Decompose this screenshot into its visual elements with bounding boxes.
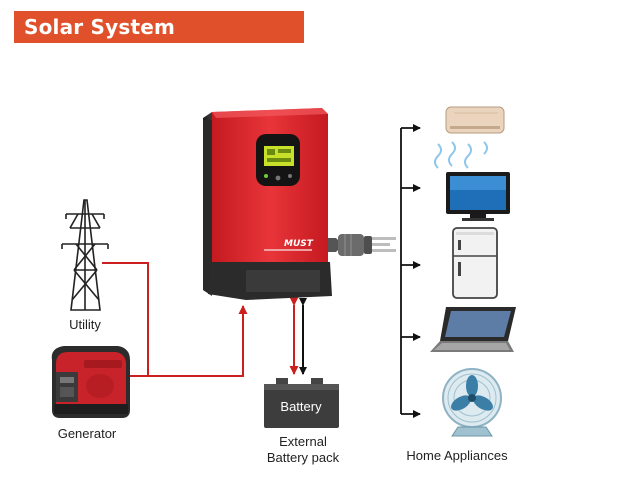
distribution-bus [400, 124, 421, 418]
battery-label: Battery [280, 399, 322, 414]
utility-tower-icon [61, 199, 109, 311]
refrigerator-icon [452, 227, 498, 299]
utility-label: Utility [69, 317, 101, 332]
battery-wiring [289, 297, 307, 375]
power-plug-icon [328, 234, 396, 256]
generator-label: Generator [57, 426, 117, 441]
page-title: Solar System Connection [14, 11, 304, 71]
inverter-unit: MUST [203, 108, 332, 300]
battery-icon: Battery [264, 378, 339, 428]
television-icon [446, 172, 510, 221]
home-appliances-label: Home Appliances [406, 448, 508, 463]
battery-caption-line2: Battery pack [266, 450, 340, 465]
battery-caption-line1: External [279, 434, 327, 449]
generator-icon [51, 346, 130, 418]
fan-icon [442, 368, 502, 437]
laptop-icon [430, 307, 516, 352]
inverter-brand: MUST [284, 239, 314, 249]
air-conditioner-icon [434, 106, 505, 169]
